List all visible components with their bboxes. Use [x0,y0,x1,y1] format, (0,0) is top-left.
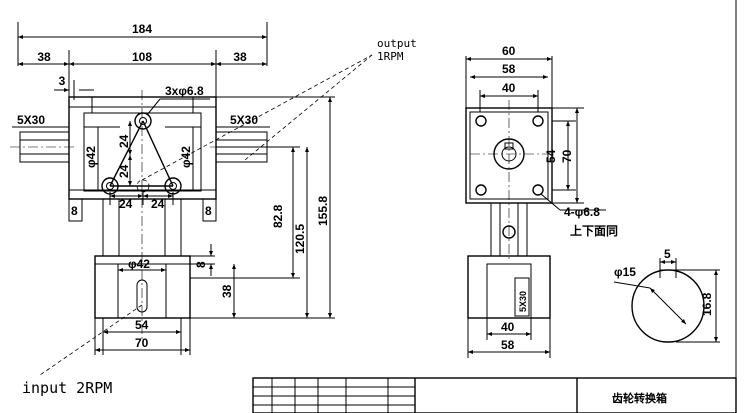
dim-tri-mid: 24 [117,164,131,178]
side-bottom58: 58 [501,338,515,352]
side-h54: 54 [544,149,558,163]
input-label: input 2RPM [22,379,112,397]
side-w58: 58 [502,62,516,76]
side-holes: 4-φ6.8 [564,205,600,219]
section-depth: 16.8 [700,292,714,316]
dim-lower-54: 54 [135,318,149,332]
shaft-section: 5 φ15 16.8 [613,247,720,343]
dim-flange-thk: 3 [59,74,66,88]
dim-foot-left: 8 [71,204,78,218]
io-labels: output 1RPM input 2RPM [22,37,417,397]
front-view: 184 38 108 38 3 5X30 5X30 [10,22,335,355]
side-key: 5X30 [518,291,528,312]
side-w40: 40 [502,81,516,95]
dim-body-width: 108 [132,50,152,64]
section-diameter: φ15 [614,265,636,279]
dim-tri-b1: 24 [119,197,133,211]
dim-tri-left: 24 [117,134,131,148]
dim-right-dia: φ42 [179,146,193,168]
dim-foot-right: 8 [205,204,212,218]
side-bottom40: 40 [501,320,515,334]
dim-lower-38: 38 [220,284,234,298]
dim-overall-width: 184 [132,22,152,36]
side-h70: 70 [560,149,574,163]
title-block: 齿轮转换箱 [252,377,737,413]
dim-left-dia: φ42 [84,146,98,168]
right-key-label: 5X30 [230,113,258,127]
output-rpm-label: 1RPM [377,50,404,63]
side-holes-note: 上下面同 [570,223,618,238]
dim-height-a: 82.8 [271,204,285,228]
side-w60: 60 [502,44,516,58]
dim-lower-70: 70 [135,336,149,350]
dim-tri-b2: 24 [151,197,165,211]
left-key-label: 5X30 [17,113,45,127]
section-key-width: 5 [664,247,671,261]
dim-height-b: 120.5 [293,224,307,254]
dim-lower-8: 8 [194,261,208,268]
drawing-title: 齿轮转换箱 [612,391,667,405]
dim-height-c: 155.8 [316,196,330,226]
dim-lower-dia: φ42 [128,257,150,271]
side-view: 60 58 40 54 70 4-φ6.8 上下面同 [465,44,618,358]
holes-label: 3xφ6.8 [165,84,204,98]
output-label: output [377,37,417,50]
dim-right-shaft: 38 [233,50,247,64]
dim-left-shaft: 38 [37,50,51,64]
